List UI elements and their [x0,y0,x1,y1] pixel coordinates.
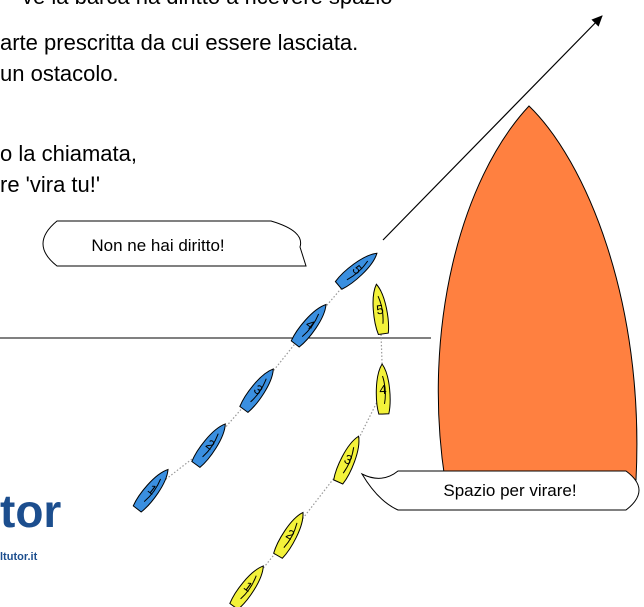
yellow-speech-bubble: Spazio per virare! [360,470,640,511]
yellow-boat-sail [342,447,355,474]
blue-boat-sail [346,260,369,281]
blue-boat-hull [191,423,226,468]
obstacle-shape [437,105,638,481]
logo-url: ltutor.it [0,551,38,563]
blue-boat-4: 4 [290,303,327,348]
rule-text-line-3: o la chiamata, [0,141,137,166]
blue-bubble-text: Non ne hai diritto! [91,236,224,255]
blue-track [151,254,374,491]
blue-boat-sail [301,313,320,338]
logo-wordmark: tor [0,485,62,537]
yellow-boat-hull [333,435,360,485]
blue-boat-sail [143,478,162,503]
blue-boat-sail [250,378,267,403]
blue-boat-hull [132,468,169,513]
blue-boat-1: 1 [132,468,169,513]
rule-text-line-4: re 'vira tu!' [0,172,101,197]
yellow-boat-sail [283,522,298,548]
yellow-bubble-text: Spazio per virare! [443,481,576,500]
yellow-boat-number: 4 [379,382,387,397]
yellow-boat-hull [229,565,264,607]
yellow-boat-3: 3 [333,435,360,485]
yellow-boat-sail [240,575,257,600]
blue-boat-hull [290,303,327,348]
yellow-boat-number: 5 [375,302,384,318]
blue-boat-5: 5 [334,252,378,290]
yellow-boat-hull [273,511,304,559]
yellow-boat-5: 5 [372,283,390,336]
blue-boat-3: 3 [239,368,274,413]
yellow-track [247,304,384,588]
rule-text-line-1: arte prescritta da cui essere lasciata. [0,30,359,55]
rule-text-line-2: un ostacolo. [0,61,119,86]
blue-bubble-shape [42,220,307,267]
yellow-boat-1: 1 [229,565,264,607]
yellow-bubble-shape [360,470,640,511]
yellow-boat-2: 2 [273,511,304,559]
course-arrow [382,15,603,241]
blue-boat-hull [239,368,274,413]
blue-boat-2: 2 [191,423,226,468]
yellow-boat-hull [375,363,391,415]
yellow-boat-sail [377,295,384,324]
yellow-boat-hull [372,283,390,336]
rule-text-top: ve la barca ha diritto a ricevere spazio [22,0,393,10]
yellow-boat-sail [382,375,386,405]
yellow-boat-4: 4 [375,363,391,415]
blue-boat-sail [202,433,219,458]
blue-speech-bubble: Non ne hai diritto! [42,220,307,267]
